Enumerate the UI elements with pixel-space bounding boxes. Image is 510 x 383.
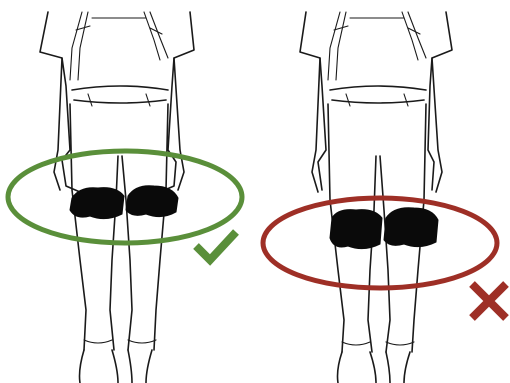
checkmark-icon <box>196 232 236 260</box>
knee-pad-left-leg <box>330 210 382 249</box>
cross-icon <box>472 284 506 318</box>
knee-pad-right-leg <box>384 208 438 247</box>
knee-pad-right-leg <box>126 186 178 217</box>
knee-pads-correct <box>70 186 178 219</box>
knee-pad-left-leg <box>70 188 124 219</box>
